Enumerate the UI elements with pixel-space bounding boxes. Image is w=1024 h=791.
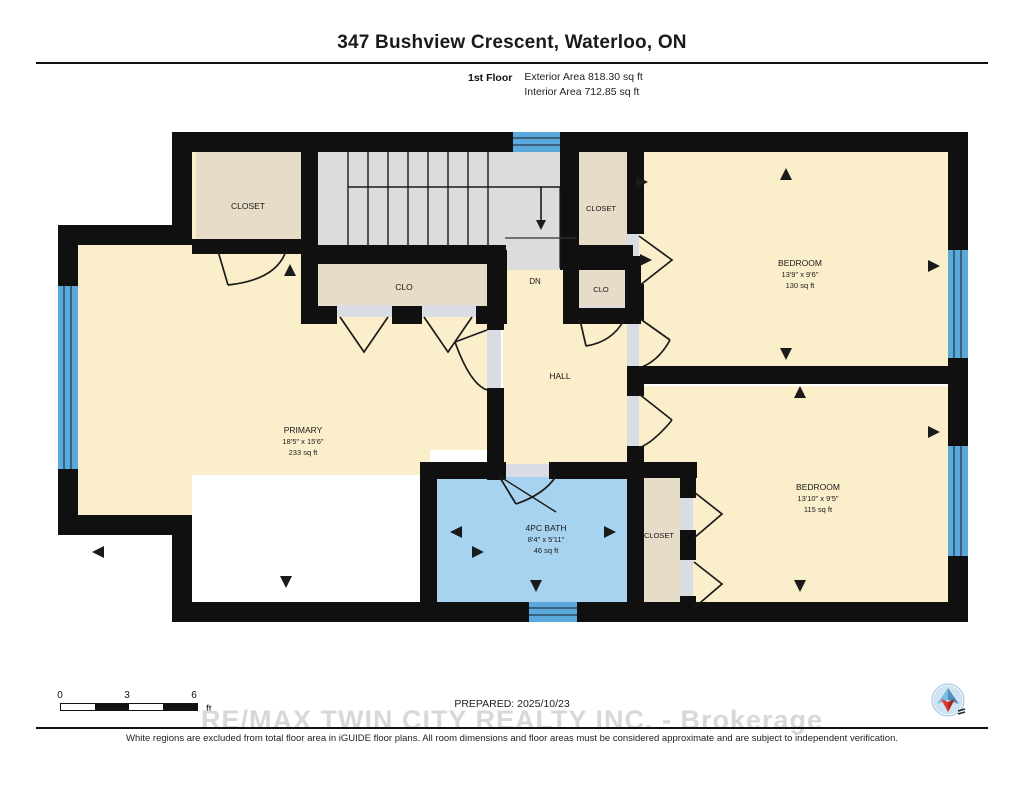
scale-tick-0: 0: [57, 690, 63, 701]
floor-areas: Exterior Area 818.30 sq ft Interior Area…: [524, 71, 642, 98]
windows: [58, 132, 968, 622]
svg-text:13'10" x 9'5": 13'10" x 9'5": [797, 494, 838, 503]
room-fill-closet-upper-right: [577, 152, 630, 245]
label-clo-hall: CLO: [593, 285, 609, 294]
label-bath: 4PC BATH 8'4" x 5'11" 46 sq ft: [526, 523, 567, 555]
wall-hall-right-upper: [627, 152, 644, 234]
svg-text:4PC BATH: 4PC BATH: [526, 523, 567, 533]
room-fill-clo-hall: [578, 268, 626, 312]
svg-text:8'4" x 5'11": 8'4" x 5'11": [528, 535, 565, 544]
label-bedroom-top-right: BEDROOM 13'9" x 9'6" 130 sq ft: [778, 258, 822, 290]
room-fills: [78, 150, 948, 610]
window-bottom: [529, 602, 577, 622]
svg-text:13'9" x 9'6": 13'9" x 9'6": [782, 270, 819, 279]
scale-tick-labels: 0 3 6: [56, 690, 206, 703]
door-swings: [217, 235, 724, 609]
svg-text:BEDROOM: BEDROOM: [796, 482, 840, 492]
page-title: 347 Bushview Crescent, Waterloo, ON: [337, 32, 687, 53]
svg-text:18'5" x 15'6": 18'5" x 15'6": [282, 437, 323, 446]
prepared-date: PREPARED: 2025/10/23: [454, 698, 570, 710]
wall-hall-left-lower: [487, 388, 504, 480]
label-closet-upper-right: CLOSET: [586, 204, 616, 213]
wall-closet-br-right2: [680, 530, 696, 560]
scale-bar: 0 3 6 ft: [56, 690, 211, 715]
window-right-lower: [948, 446, 968, 556]
floor-label: 1st Floor: [468, 72, 513, 84]
window-right-upper: [948, 250, 968, 358]
floor-summary: 1st Floor Exterior Area 818.30 sq ft Int…: [468, 71, 643, 98]
room-labels: CLOSET CLO CLOSET CLO HALL DN PRIMARY 18…: [231, 201, 840, 555]
exterior-area: Exterior Area 818.30 sq ft: [524, 71, 643, 83]
label-clo-primary: CLO: [395, 282, 413, 292]
wall-clo-primary-bottom2: [392, 306, 422, 324]
label-bedroom-bottom-right: BEDROOM 13'10" x 9'5" 115 sq ft: [796, 482, 840, 514]
window-left: [58, 286, 78, 469]
scale-tick-6: 6: [191, 690, 197, 701]
wall-closet-br-top: [627, 462, 697, 478]
room-fill-stairs-landing: [505, 152, 560, 270]
interior-area: Interior Area 712.85 sq ft: [524, 86, 640, 98]
label-closet-top-left: CLOSET: [231, 201, 265, 211]
scale-tick-3: 3: [124, 690, 130, 701]
walls: [58, 132, 968, 622]
window-top: [513, 132, 560, 152]
wall-closet-topleft-bottom: [192, 239, 304, 254]
wall-bath-top-left: [420, 462, 506, 479]
svg-text:115 sq ft: 115 sq ft: [804, 505, 833, 514]
wall-clo-primary-bottom: [301, 306, 337, 324]
view-arrows: [92, 168, 940, 592]
wall-bedroom-divider: [627, 366, 968, 384]
svg-text:233 sq ft: 233 sq ft: [289, 448, 319, 457]
wall-clo-hall-bottom: [563, 308, 641, 324]
scale-unit-label: ft: [206, 704, 212, 715]
svg-text:130 sq ft: 130 sq ft: [786, 281, 816, 290]
wall-hall-right-mid: [627, 284, 644, 320]
wall-stairs-left: [301, 152, 318, 262]
wall-bath-top-right: [549, 462, 644, 479]
wall-clo-primary-top: [301, 250, 507, 264]
room-fill-bedroom-bottom: [637, 386, 948, 610]
room-fill-bedroom-top: [637, 150, 948, 370]
disclaimer-text: White regions are excluded from total fl…: [125, 733, 899, 744]
compass-icon: [930, 682, 966, 718]
floorplan-drawing: CLOSET CLO CLOSET CLO HALL DN PRIMARY 18…: [58, 132, 968, 622]
svg-text:BEDROOM: BEDROOM: [778, 258, 822, 268]
wall-closet-br-left: [627, 462, 643, 610]
label-stairs-dn: DN: [529, 277, 541, 286]
room-fill-stairs: [318, 152, 560, 250]
wall-clo-hall-top: [563, 256, 641, 270]
header-divider: [36, 62, 988, 64]
scale-bar-graphic: [60, 703, 198, 711]
wall-closet-br-right3: [680, 596, 696, 622]
label-closet-bottom-right: CLOSET: [644, 531, 674, 540]
wall-hall-left: [487, 262, 504, 330]
svg-text:PRIMARY: PRIMARY: [284, 425, 323, 435]
footer-divider: [36, 727, 988, 729]
room-fill-clo-primary: [318, 262, 490, 309]
label-hall: HALL: [549, 371, 571, 381]
label-primary: PRIMARY 18'5" x 15'6" 233 sq ft: [282, 425, 323, 457]
wall-bath-left: [420, 462, 437, 610]
room-fill-bath: [437, 475, 628, 610]
wall-clo-hall-left: [563, 268, 579, 320]
room-fill-closet-top-left: [196, 152, 301, 245]
stairs: [347, 152, 577, 268]
svg-text:46 sq ft: 46 sq ft: [534, 546, 560, 555]
